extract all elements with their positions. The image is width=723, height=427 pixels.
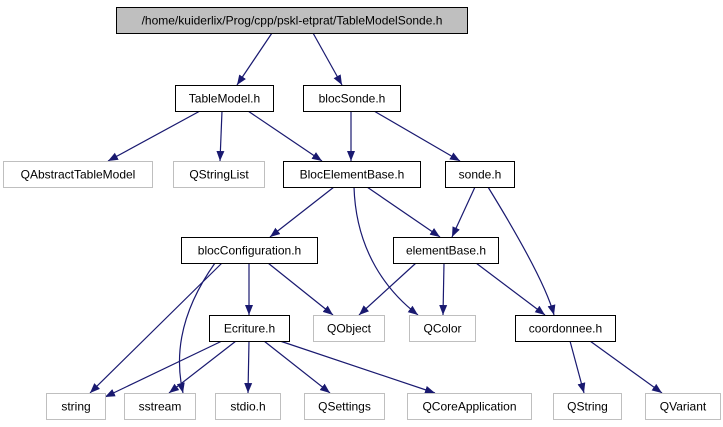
edge-tablemodel-to-qstringlist: [216, 110, 225, 162]
node-box: [515, 315, 616, 342]
node-box: [304, 393, 385, 420]
node-sonde[interactable]: sonde.h: [445, 161, 515, 188]
edge-elementbase-to-coordonnee: [475, 262, 546, 316]
node-box: [3, 161, 153, 188]
node-label: QCoreApplication: [422, 400, 516, 414]
edge-elementbase-to-qcolor: [439, 262, 448, 316]
node-blocconfiguration[interactable]: blocConfiguration.h: [181, 237, 318, 264]
node-box: [124, 393, 196, 420]
edge-ecriture-to-stdio: [244, 340, 253, 394]
node-label: BlocElementBase.h: [300, 168, 405, 182]
node-box: [215, 393, 281, 420]
node-label: QColor: [423, 322, 461, 336]
edge-coordonnee-to-qstring: [569, 340, 586, 394]
node-blocsonde[interactable]: blocSonde.h: [303, 85, 401, 112]
edge-blocconfiguration-to-qobject: [267, 262, 334, 316]
node-box: [303, 85, 401, 112]
node-label: elementBase.h: [406, 244, 486, 258]
node-box: [181, 237, 318, 264]
node-box: [209, 315, 290, 342]
node-root[interactable]: /home/kuiderlix/Prog/cpp/pskl-etprat/Tab…: [116, 7, 468, 34]
node-label: string: [61, 400, 90, 414]
edge-blocelementbase-to-elementbase: [366, 186, 441, 238]
node-tablemodel[interactable]: TableModel.h: [175, 85, 274, 112]
node-box: [175, 85, 274, 112]
edge-blocelementbase-to-blocconfiguration: [269, 186, 335, 238]
node-qcolor: QColor: [409, 315, 476, 342]
node-qstringlist: QStringList: [173, 161, 265, 188]
node-box: [393, 237, 499, 264]
node-box: [116, 7, 468, 34]
node-sstream: sstream: [124, 393, 196, 420]
edge-ecriture-to-qsettings: [263, 340, 331, 394]
node-label: blocSonde.h: [319, 92, 386, 106]
node-label: Ecriture.h: [224, 322, 275, 336]
edge-coordonnee-to-qvariant: [589, 340, 663, 394]
node-elementbase[interactable]: elementBase.h: [393, 237, 499, 264]
edge-blocconfiguration-to-sstream: [176, 262, 216, 394]
edge-ecriture-to-sstream: [168, 340, 237, 394]
node-label: QAbstractTableModel: [21, 168, 136, 182]
edge-ecriture-to-string: [104, 340, 223, 398]
node-blocelementbase[interactable]: BlocElementBase.h: [283, 161, 421, 188]
node-coordonnee[interactable]: coordonnee.h: [515, 315, 616, 342]
node-label: /home/kuiderlix/Prog/cpp/pskl-etprat/Tab…: [142, 14, 443, 28]
node-label: QVariant: [660, 400, 707, 414]
node-stdio: stdio.h: [215, 393, 281, 420]
node-label: QString: [567, 400, 608, 414]
node-qcoreapplication: QCoreApplication: [407, 393, 532, 420]
node-box: [313, 315, 385, 342]
edge-sonde-to-elementbase: [451, 186, 476, 238]
edge-tablemodel-to-qabstracttablemodel: [107, 110, 201, 162]
node-label: QObject: [327, 322, 372, 336]
edge-blocconfiguration-to-string: [89, 262, 223, 394]
edge-root-to-tablemodel: [236, 32, 273, 86]
node-box: [409, 315, 476, 342]
node-label: TableModel.h: [189, 92, 260, 106]
node-label: blocConfiguration.h: [198, 244, 301, 258]
node-box: [283, 161, 421, 188]
edge-blocelementbase-to-qcolor: [353, 186, 419, 316]
node-qstring: QString: [553, 393, 622, 420]
node-box: [553, 393, 622, 420]
edge-sonde-to-coordonnee: [487, 186, 556, 316]
node-label: sonde.h: [459, 168, 502, 182]
node-label: sstream: [139, 400, 182, 414]
node-qabstracttablemodel: QAbstractTableModel: [3, 161, 153, 188]
edge-ecriture-to-qcoreapplication: [279, 340, 436, 394]
node-qobject: QObject: [313, 315, 385, 342]
node-box: [645, 393, 721, 420]
node-box: [46, 393, 106, 420]
edge-tablemodel-to-blocelementbase: [247, 110, 323, 162]
node-label: coordonnee.h: [529, 322, 602, 336]
node-box: [445, 161, 515, 188]
edge-elementbase-to-qobject: [358, 262, 417, 316]
node-qsettings: QSettings: [304, 393, 385, 420]
edge-blocsonde-to-sonde: [373, 110, 461, 162]
node-label: QSettings: [318, 400, 371, 414]
node-box: [407, 393, 532, 420]
node-label: stdio.h: [230, 400, 265, 414]
edge-root-to-blocsonde: [312, 32, 343, 86]
node-qvariant: QVariant: [645, 393, 721, 420]
node-ecriture[interactable]: Ecriture.h: [209, 315, 290, 342]
node-label: QStringList: [189, 168, 249, 182]
node-string: string: [46, 393, 106, 420]
node-box: [173, 161, 265, 188]
